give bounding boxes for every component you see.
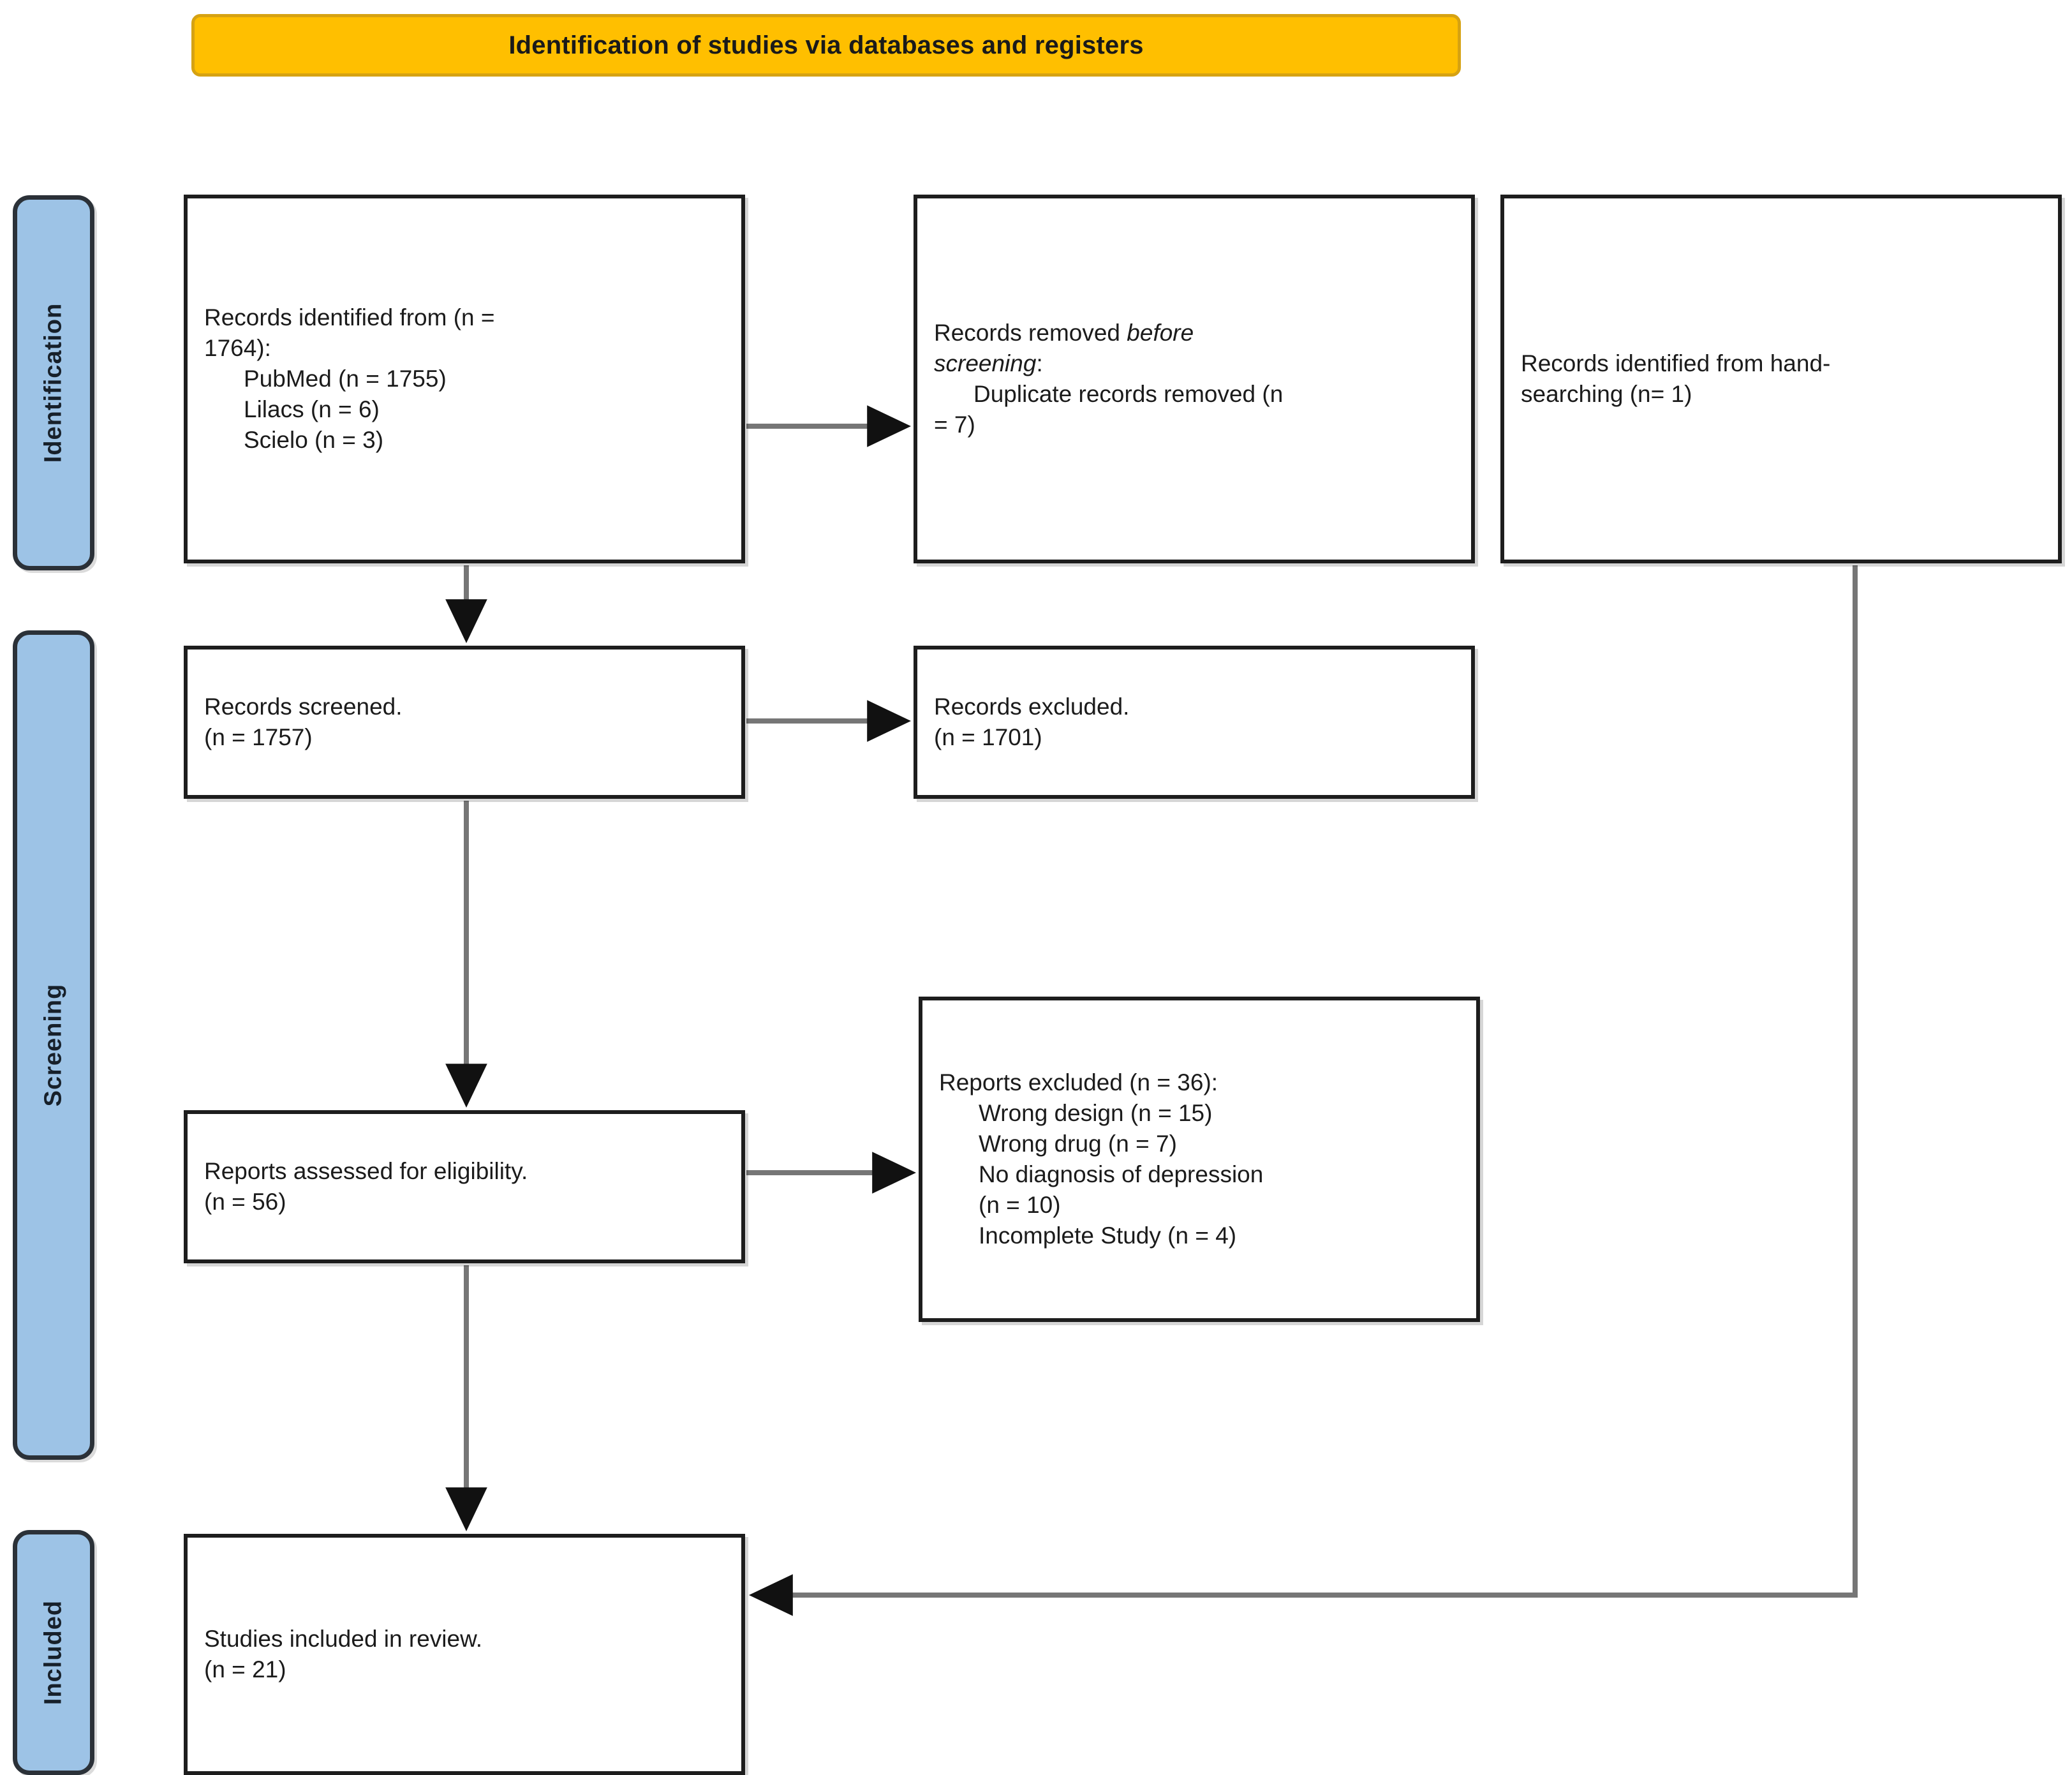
reports-excluded-line1: Reports excluded (n = 36):	[939, 1069, 1218, 1095]
reports-excluded-no-diagnosis-count: (n = 10)	[979, 1192, 1061, 1219]
records-removed-line1-plain: Records removed	[934, 319, 1127, 346]
box-records-identified-handsearching: Records identified from hand- searching …	[1500, 195, 2062, 563]
handsearch-line1: Records identified from hand-	[1521, 350, 1831, 376]
records-identified-source-lilacs: Lilacs (n = 6)	[244, 396, 380, 423]
records-identified-source-pubmed: PubMed (n = 1755)	[244, 365, 447, 392]
eligibility-line1: Reports assessed for eligibility.	[204, 1157, 528, 1184]
records-identified-line2: 1764):	[204, 334, 271, 361]
reports-excluded-no-diagnosis: No diagnosis of depression	[979, 1161, 1264, 1187]
records-excluded-count: (n = 1701)	[934, 724, 1042, 750]
header-title: Identification of studies via databases …	[508, 31, 1144, 59]
records-removed-duplicates-cont: = 7)	[934, 412, 975, 438]
reports-excluded-incomplete-study: Incomplete Study (n = 4)	[979, 1222, 1237, 1249]
box-studies-included: Studies included in review. (n = 21)	[184, 1534, 745, 1775]
records-excluded-line1: Records excluded.	[934, 693, 1130, 720]
stage-label-identification: Identification	[13, 195, 94, 570]
studies-included-count: (n = 21)	[204, 1656, 286, 1682]
records-removed-line1: Records removed before	[917, 318, 1471, 348]
records-identified-line1: Records identified from (n =	[204, 304, 495, 330]
records-removed-line1-italic: before	[1127, 319, 1194, 346]
records-removed-line2: screening:	[917, 348, 1471, 379]
box-records-identified: Records identified from (n = 1764): PubM…	[184, 195, 745, 563]
stage-label-included-text: Included	[40, 1600, 67, 1705]
studies-included-line1: Studies included in review.	[204, 1625, 483, 1652]
stage-label-identification-text: Identification	[40, 302, 67, 463]
records-removed-line2-plain: :	[1036, 350, 1043, 376]
header-banner: Identification of studies via databases …	[191, 14, 1461, 77]
records-screened-line1: Records screened.	[204, 693, 403, 720]
stage-label-screening: Screening	[13, 630, 94, 1460]
box-reports-assessed-eligibility: Reports assessed for eligibility. (n = 5…	[184, 1110, 745, 1263]
stage-label-screening-text: Screening	[40, 983, 67, 1107]
box-records-screened: Records screened. (n = 1757)	[184, 646, 745, 799]
box-reports-excluded: Reports excluded (n = 36): Wrong design …	[919, 997, 1480, 1322]
records-screened-count: (n = 1757)	[204, 724, 313, 750]
records-removed-duplicates: Duplicate records removed (n	[973, 381, 1284, 407]
box-records-excluded: Records excluded. (n = 1701)	[914, 646, 1475, 799]
handsearch-line2: searching (n= 1)	[1521, 381, 1692, 407]
stage-label-included: Included	[13, 1530, 94, 1775]
records-identified-source-scielo: Scielo (n = 3)	[244, 427, 384, 454]
box-records-removed-before-screening: Records removed before screening: Duplic…	[914, 195, 1475, 563]
eligibility-count: (n = 56)	[204, 1189, 286, 1215]
records-removed-line2-italic: screening	[934, 350, 1037, 376]
reports-excluded-wrong-drug: Wrong drug (n = 7)	[979, 1130, 1177, 1157]
reports-excluded-wrong-design: Wrong design (n = 15)	[979, 1099, 1213, 1126]
